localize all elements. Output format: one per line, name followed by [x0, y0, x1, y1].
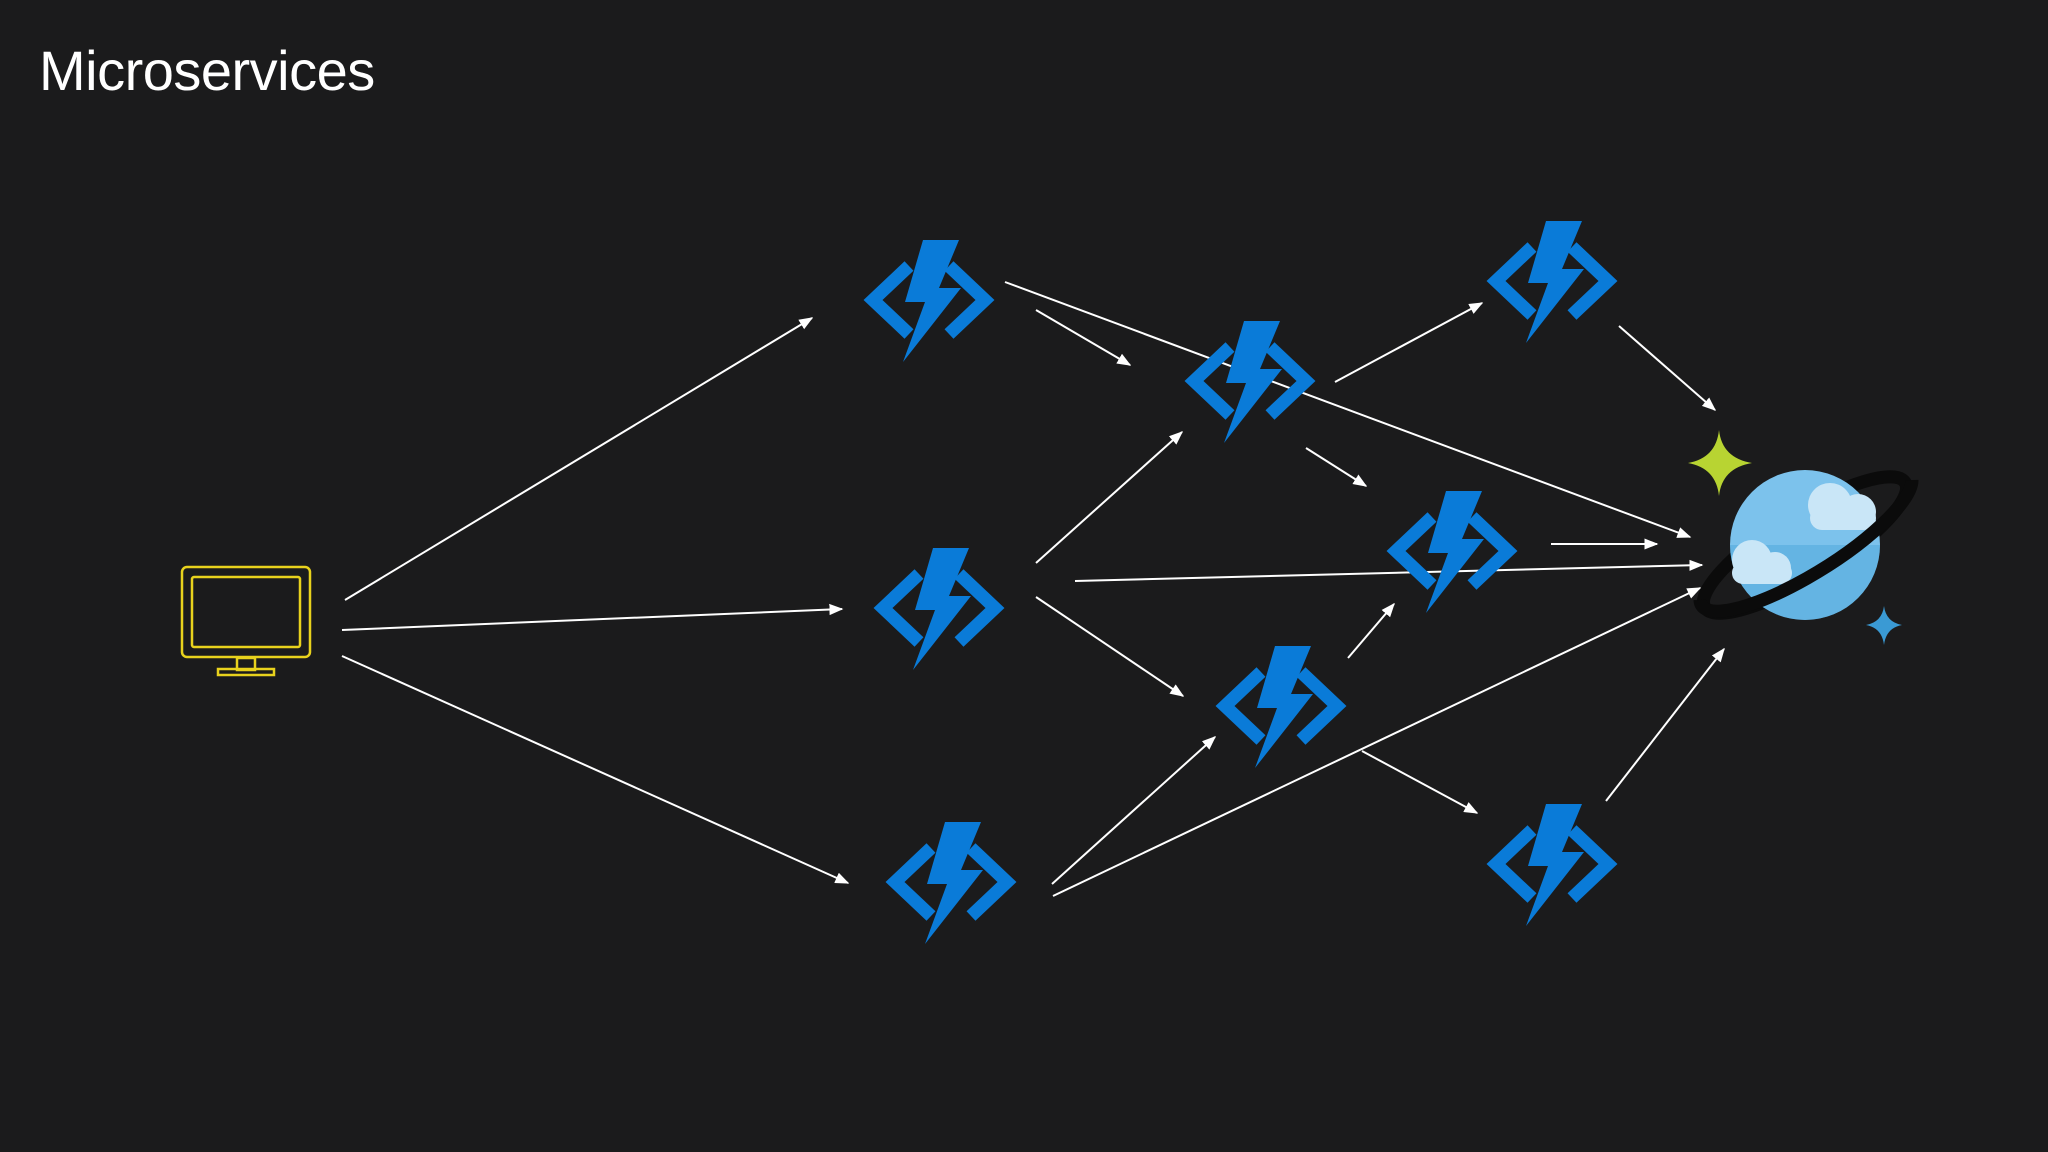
- arrow-f2-to-f4: [1035, 431, 1184, 564]
- azure-function-icon: [883, 548, 995, 670]
- arrow-f2-to-db: [1074, 559, 1704, 582]
- arrow-f3-to-f6: [1051, 736, 1217, 885]
- arrow-f7-to-db: [1618, 325, 1717, 411]
- azure-function-icon: [1194, 321, 1306, 443]
- arrow-f1-to-f4: [1035, 309, 1132, 366]
- connection-arrows: [341, 281, 1725, 897]
- arrow-f1-to-db: [1004, 281, 1692, 538]
- azure-function-icon: [1496, 804, 1608, 926]
- arrow-f3-to-db: [1052, 587, 1702, 897]
- arrow-client-to-f3: [341, 655, 850, 884]
- sparkle-green-icon: [1688, 430, 1752, 496]
- arrow-f6-to-f5: [1347, 602, 1395, 659]
- azure-function-icon: [1496, 221, 1608, 343]
- cosmos-db-planet-icon: [1693, 470, 1919, 620]
- sparkle-blue-icon: [1866, 606, 1902, 645]
- arrow-f4-to-f5: [1305, 447, 1368, 487]
- azure-function-icon: [1225, 646, 1337, 768]
- slide-title: Microservices: [39, 39, 375, 102]
- arrow-f6-to-f8: [1361, 750, 1479, 814]
- azure-function-icon: [895, 822, 1007, 944]
- azure-function-icon: [1396, 491, 1508, 613]
- arrow-f2-to-f6: [1035, 596, 1185, 697]
- monitor-icon: [180, 565, 312, 677]
- arrow-client-to-f2: [341, 603, 844, 631]
- azure-function-icon: [873, 240, 985, 362]
- arrow-client-to-f1: [344, 317, 814, 601]
- arrow-f4-to-f7: [1334, 302, 1484, 383]
- arrow-f8-to-db: [1605, 647, 1725, 802]
